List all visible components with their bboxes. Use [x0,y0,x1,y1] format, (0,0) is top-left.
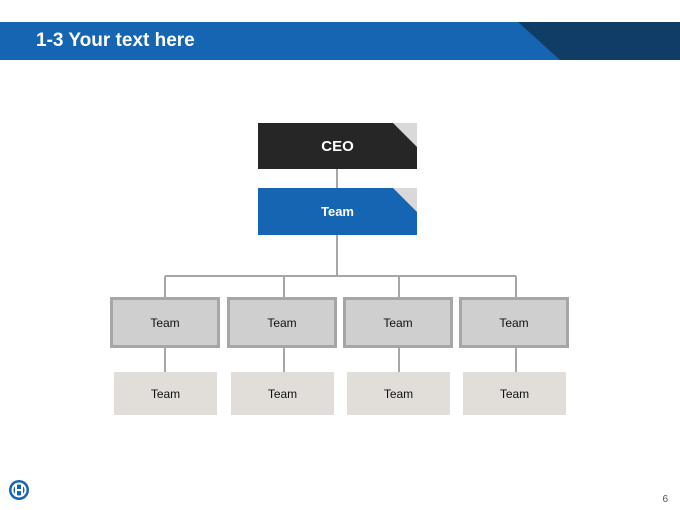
node-label: Team [499,315,529,330]
header-accent-shape [518,22,680,60]
ceo-label: CEO [321,137,354,155]
third-level-node-1: Team [114,372,217,415]
main-team-node: Team [258,188,417,235]
second-level-node-3: Team [343,297,453,348]
node-label: Team [267,386,298,401]
ceo-node: CEO [258,123,417,169]
third-level-node-3: Team [347,372,450,415]
second-level-node-2: Team [227,297,337,348]
node-label: Team [267,315,297,330]
node-label: Team [150,386,181,401]
folded-corner-icon [393,188,417,212]
company-logo-icon [9,480,29,500]
second-level-node-4: Team [459,297,569,348]
node-label: Team [499,386,530,401]
page-number: 6 [662,494,668,505]
node-label: Team [150,315,180,330]
node-label: Team [383,386,414,401]
third-level-node-4: Team [463,372,566,415]
slide-title: 1-3 Your text here [36,30,195,51]
third-level-node-2: Team [231,372,334,415]
folded-corner-icon [393,123,417,147]
node-label: Team [383,315,413,330]
main-team-label: Team [321,204,354,219]
second-level-node-1: Team [110,297,220,348]
